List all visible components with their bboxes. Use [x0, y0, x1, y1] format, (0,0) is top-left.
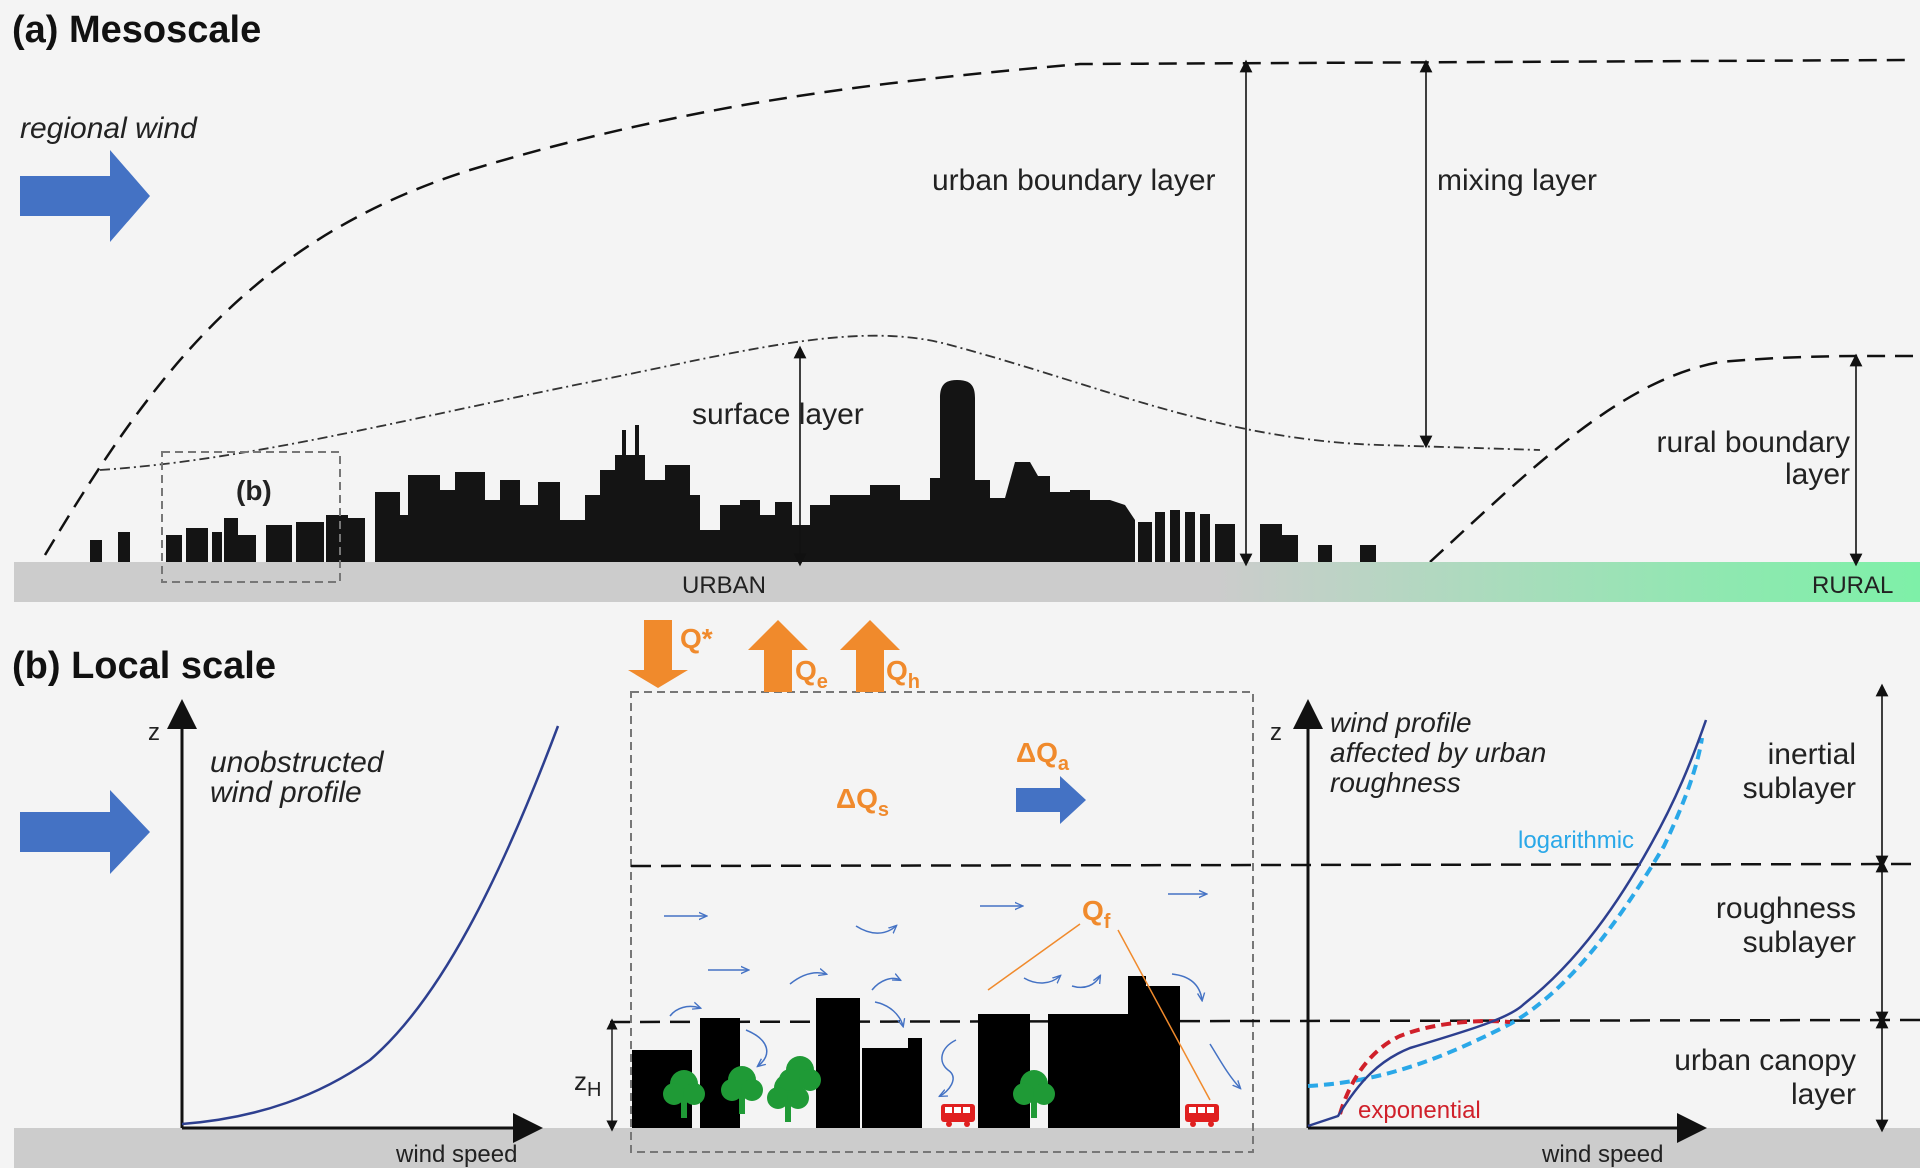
inertial-label-1: inertial: [1768, 738, 1856, 771]
exponential-profile-curve: [1338, 1019, 1511, 1115]
q-star-label: Q*: [680, 623, 713, 654]
rural-boundary-layer-curve: [1429, 354, 1916, 563]
right-z-label: z: [1270, 719, 1282, 746]
panel-a-title: (a) Mesoscale: [12, 9, 261, 51]
city-skyline: [90, 380, 1376, 562]
q-f-leader-1: [987, 923, 1081, 991]
local-wind-arrow-icon: [20, 790, 150, 874]
urban-boundary-layer-curve: [43, 58, 1911, 556]
q-e-arrow-icon: [748, 620, 808, 692]
logarithmic-profile-curve: [1307, 737, 1704, 1088]
canopy-top-line: [609, 1018, 1920, 1024]
ground-strip-urban-rural: [14, 562, 1920, 602]
right-profile-label-1: wind profile: [1330, 707, 1472, 738]
inset-label: (b): [236, 475, 272, 506]
q-e-label: Qe: [795, 655, 828, 693]
roughness-label-1: roughness: [1716, 892, 1856, 925]
canopy-label-1: urban canopy: [1674, 1044, 1856, 1077]
flow-arrows: [664, 894, 1240, 1096]
left-z-label: z: [148, 719, 160, 746]
left-x-label: wind speed: [395, 1141, 517, 1168]
panel-b-title: (b) Local scale: [12, 645, 276, 687]
urban-wind-profile-curve: [1307, 719, 1708, 1128]
bus-icon: [941, 1104, 975, 1127]
regional-wind-arrow-icon: [20, 150, 150, 242]
mixing-layer-label: mixing layer: [1437, 164, 1597, 197]
z-h-label: zH: [574, 1066, 601, 1101]
q-h-arrow-icon: [840, 620, 900, 692]
street-canyon-buildings: [632, 976, 1180, 1128]
urban-boundary-layer-label: urban boundary layer: [932, 164, 1216, 197]
ground-strip-local: [14, 1128, 1920, 1168]
urban-label: URBAN: [682, 572, 766, 599]
regional-wind-label: regional wind: [20, 112, 198, 145]
roughness-top-line: [630, 862, 1920, 868]
right-x-label: wind speed: [1541, 1141, 1663, 1168]
dq-s-label: ΔQs: [836, 783, 889, 821]
local-scale-box: [630, 691, 1254, 1153]
dq-a-label: ΔQa: [1016, 737, 1070, 775]
rural-boundary-layer-label-2: layer: [1785, 458, 1850, 491]
canopy-label-2: layer: [1791, 1078, 1856, 1111]
roughness-label-2: sublayer: [1743, 926, 1856, 959]
logarithmic-label: logarithmic: [1518, 827, 1634, 854]
rural-boundary-layer-label-1: rural boundary: [1657, 426, 1850, 459]
q-star-arrow-icon: [628, 620, 688, 688]
q-f-label: Qf: [1082, 895, 1111, 933]
inertial-label-2: sublayer: [1743, 772, 1856, 805]
surface-layer-curve: [99, 334, 1541, 471]
left-profile-label-2: wind profile: [210, 776, 362, 809]
dq-a-arrow-icon: [1016, 776, 1086, 824]
exponential-label: exponential: [1358, 1097, 1481, 1124]
q-h-label: Qh: [886, 655, 920, 693]
rural-label: RURAL: [1812, 572, 1893, 599]
q-f-leader-2: [1117, 929, 1211, 1101]
right-profile-label-2: affected by urban: [1330, 737, 1546, 768]
unobstructed-wind-profile-curve: [181, 725, 560, 1126]
left-profile-label-1: unobstructed: [210, 746, 385, 779]
right-profile-label-3: roughness: [1330, 767, 1461, 798]
surface-layer-label: surface layer: [692, 398, 864, 431]
bus-icon: [1185, 1104, 1219, 1127]
inset-box: [161, 451, 341, 583]
